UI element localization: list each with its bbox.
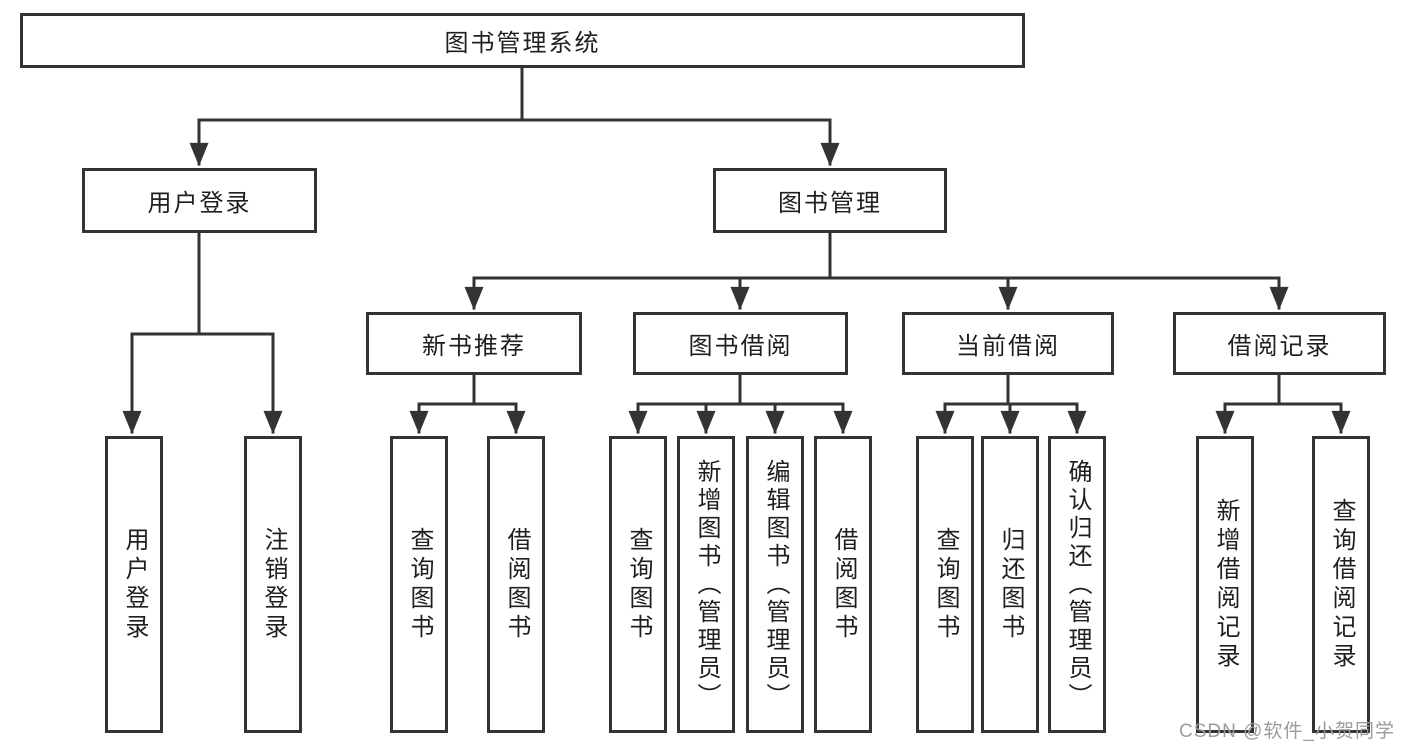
node-label: 借阅图书: [503, 526, 530, 643]
node-label: 编辑图书（管理员）: [762, 458, 789, 711]
leaf-add-books-admin: 新增图书（管理员）: [677, 436, 735, 733]
leaf-user-login: 用户登录: [105, 436, 163, 733]
leaf-borrow-books-recommend: 借阅图书: [487, 436, 545, 733]
leaf-return-books: 归还图书: [981, 436, 1039, 733]
node-current-borrow: 当前借阅: [902, 312, 1114, 375]
leaf-query-books-recommend: 查询图书: [390, 436, 448, 733]
csdn-watermark: CSDN @软件_小贺同学: [1179, 721, 1395, 742]
node-label: 查询图书: [406, 526, 433, 643]
leaf-confirm-return-admin: 确认归还（管理员）: [1048, 436, 1106, 733]
node-label: 查询借阅记录: [1328, 497, 1355, 672]
node-book-management: 图书管理: [713, 168, 947, 233]
node-label: 注销登录: [260, 526, 287, 643]
node-label: 图书管理: [778, 190, 882, 217]
node-label: 借阅记录: [1227, 333, 1332, 360]
node-label: 用户登录: [147, 190, 252, 217]
leaf-edit-books-admin: 编辑图书（管理员）: [746, 436, 804, 733]
node-label: 当前借阅: [956, 333, 1060, 360]
node-label: 查询图书: [932, 526, 959, 643]
node-user-login: 用户登录: [82, 168, 317, 233]
leaf-query-books-borrow: 查询图书: [609, 436, 667, 733]
node-label: 图书借阅: [688, 333, 793, 360]
node-label: 用户登录: [121, 526, 148, 643]
node-label: 新增借阅记录: [1212, 497, 1239, 672]
node-label: 借阅图书: [830, 526, 857, 643]
node-new-book-recommend: 新书推荐: [366, 312, 582, 375]
node-label: 查询图书: [625, 526, 652, 643]
leaf-logout: 注销登录: [244, 436, 302, 733]
node-borrow-records: 借阅记录: [1173, 312, 1386, 375]
node-root-library-system: 图书管理系统: [20, 13, 1025, 68]
leaf-add-borrow-record: 新增借阅记录: [1196, 436, 1254, 733]
node-book-borrow: 图书借阅: [633, 312, 848, 375]
node-label: 确认归还（管理员）: [1064, 458, 1091, 711]
leaf-borrow-books: 借阅图书: [814, 436, 872, 733]
node-label: 归还图书: [997, 526, 1024, 643]
leaf-query-books-current: 查询图书: [916, 436, 974, 733]
node-label: 新书推荐: [422, 333, 526, 360]
node-label: 图书管理系统: [444, 30, 601, 57]
node-label: 新增图书（管理员）: [693, 458, 720, 711]
leaf-query-borrow-record: 查询借阅记录: [1312, 436, 1370, 733]
